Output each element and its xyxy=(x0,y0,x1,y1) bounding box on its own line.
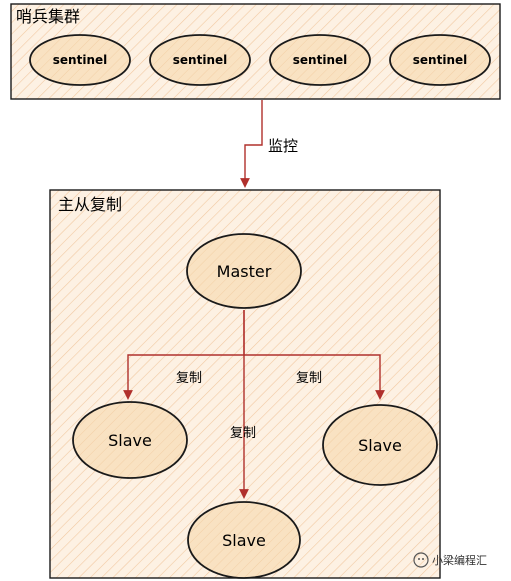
monitor-label: 监控 xyxy=(268,137,298,155)
slave-node-right-label: Slave xyxy=(358,436,402,455)
sentinel-cluster-title: 哨兵集群 xyxy=(16,7,80,26)
sentinel-node-4[interactable]: sentinel xyxy=(389,34,491,86)
sentinel-cluster-group: 哨兵集群 sentinel sentinel sentinel sentinel xyxy=(10,3,501,100)
monitor-arrow xyxy=(240,100,263,188)
master-node-label: Master xyxy=(217,262,272,281)
master-node[interactable]: Master xyxy=(186,233,302,309)
slave-node-left[interactable]: Slave xyxy=(72,401,188,479)
watermark: 小梁编程汇 xyxy=(413,552,487,568)
slave-node-bottom-label: Slave xyxy=(222,531,266,550)
replication-edge-label-center: 复制 xyxy=(230,426,256,441)
sentinel-node-3[interactable]: sentinel xyxy=(269,34,371,86)
replication-group-title: 主从复制 xyxy=(58,195,122,214)
watermark-text: 小梁编程汇 xyxy=(432,553,487,567)
sentinel-node-3-label: sentinel xyxy=(293,53,347,67)
wechat-icon xyxy=(413,552,429,568)
slave-node-left-label: Slave xyxy=(108,431,152,450)
sentinel-node-1[interactable]: sentinel xyxy=(29,34,131,86)
replication-edge-label-right: 复制 xyxy=(296,371,322,386)
slave-node-bottom[interactable]: Slave xyxy=(187,501,301,579)
sentinel-node-1-label: sentinel xyxy=(53,53,107,67)
sentinel-node-2[interactable]: sentinel xyxy=(149,34,251,86)
slave-node-right[interactable]: Slave xyxy=(322,404,438,486)
monitor-edge: 监控 xyxy=(240,100,298,188)
replication-edge-right xyxy=(244,354,385,400)
replication-edge-label-left: 复制 xyxy=(176,371,202,386)
sentinel-node-2-label: sentinel xyxy=(173,53,227,67)
sentinel-node-4-label: sentinel xyxy=(413,53,467,67)
replication-group: 主从复制 复制 复制 复制 Master Slave Slave xyxy=(49,189,441,579)
